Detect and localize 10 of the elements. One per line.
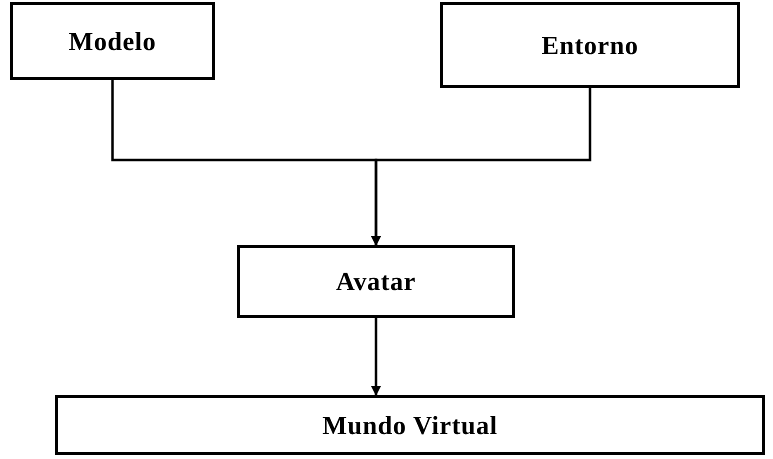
box-label: Entorno (541, 30, 638, 62)
box-label: Mundo Virtual (322, 410, 498, 442)
process-box (237, 245, 515, 318)
arrow (371, 88, 592, 246)
process-box (440, 2, 740, 88)
process-box (55, 395, 765, 455)
box-label: Avatar (336, 266, 416, 298)
box-label: Modelo (68, 26, 156, 58)
arrow (371, 318, 381, 396)
process-box (10, 2, 215, 80)
